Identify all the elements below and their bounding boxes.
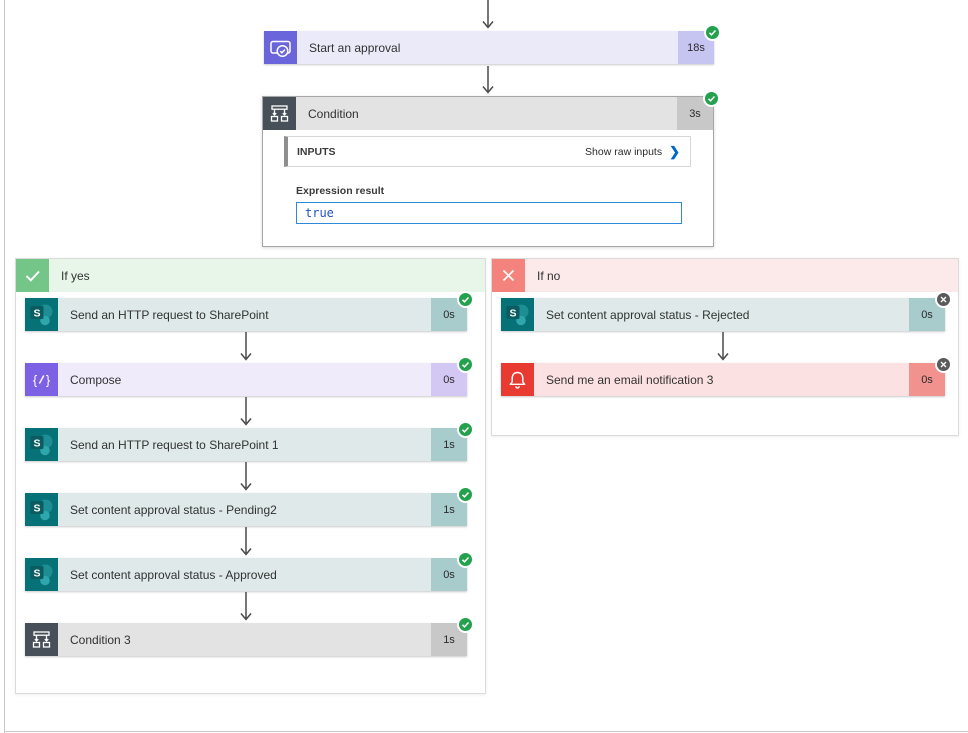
branch-label: If no xyxy=(537,268,561,283)
if-no-branch: If no xyxy=(491,258,959,436)
status-skipped-badge xyxy=(935,356,952,373)
branch-label: If yes xyxy=(61,268,90,283)
sharepoint-icon: S xyxy=(25,428,58,461)
svg-text:{: { xyxy=(33,373,38,388)
status-succeeded-badge xyxy=(457,291,474,308)
action-title: Send an HTTP request to SharePoint 1 xyxy=(70,437,279,452)
status-succeeded-badge xyxy=(457,551,474,568)
connector-arrow xyxy=(481,66,495,99)
bell-icon xyxy=(501,363,534,396)
inputs-section: INPUTS Show raw inputs ❯ xyxy=(284,136,691,167)
status-skipped-badge xyxy=(935,291,952,308)
sharepoint-icon: S xyxy=(25,558,58,591)
svg-text:}: } xyxy=(46,373,51,388)
connector-arrow xyxy=(481,0,495,34)
show-raw-inputs-link[interactable]: Show raw inputs ❯ xyxy=(585,145,680,158)
action-duration: 0s xyxy=(431,558,467,591)
condition-icon xyxy=(25,623,58,656)
panel-edge-line xyxy=(4,0,5,733)
x-icon xyxy=(492,259,525,292)
action-title: Send an HTTP request to SharePoint xyxy=(70,307,269,322)
action-title: Condition xyxy=(308,106,359,121)
status-succeeded-badge xyxy=(457,356,474,373)
action-compose[interactable]: { } Compose 0s xyxy=(25,356,474,396)
action-send-http-request-sharepoint[interactable]: S Send an HTTP request to SharePoint 0s xyxy=(25,291,474,331)
action-title: Start an approval xyxy=(309,40,401,55)
svg-text:S: S xyxy=(33,503,40,515)
approval-icon xyxy=(264,31,297,64)
condition-card: Condition 3s INPUTS Show raw inputs ❯ Ex… xyxy=(262,90,720,247)
svg-text:S: S xyxy=(33,438,40,450)
action-set-content-approval-approved[interactable]: S Set content approval status - Approved… xyxy=(25,551,474,591)
action-condition[interactable]: Condition 3s xyxy=(263,97,713,130)
action-start-an-approval[interactable]: Start an approval 18s xyxy=(264,24,721,64)
action-send-email-notification-3[interactable]: Send me an email notification 3 0s xyxy=(501,356,952,396)
status-succeeded-badge xyxy=(457,616,474,633)
expression-value-text: true xyxy=(305,206,334,220)
action-title: Condition 3 xyxy=(70,632,131,647)
expression-result-label: Expression result xyxy=(296,185,385,197)
svg-text:S: S xyxy=(33,308,40,320)
compose-icon: { } xyxy=(25,363,58,396)
action-title: Set content approval status - Rejected xyxy=(546,307,750,322)
condition-icon xyxy=(263,97,296,130)
check-icon xyxy=(16,259,49,292)
action-set-content-approval-pending2[interactable]: S Set content approval status - Pending2… xyxy=(25,486,474,526)
action-set-content-approval-rejected[interactable]: S Set content approval status - Rejected… xyxy=(501,291,952,331)
action-title: Compose xyxy=(70,372,122,387)
action-title: Send me an email notification 3 xyxy=(546,372,714,387)
svg-text:S: S xyxy=(509,308,516,320)
status-succeeded-badge xyxy=(457,486,474,503)
action-title: Set content approval status - Approved xyxy=(70,567,277,582)
status-succeeded-badge xyxy=(457,421,474,438)
sharepoint-icon: S xyxy=(25,298,58,331)
svg-text:S: S xyxy=(33,568,40,580)
if-yes-header[interactable]: If yes xyxy=(16,259,485,292)
status-succeeded-badge xyxy=(704,24,721,41)
canvas-bottom-line xyxy=(5,731,968,732)
action-send-http-request-sharepoint-1[interactable]: S Send an HTTP request to SharePoint 1 1… xyxy=(25,421,474,461)
show-raw-inputs-label: Show raw inputs xyxy=(585,145,663,158)
if-no-header[interactable]: If no xyxy=(492,259,958,292)
action-condition-3[interactable]: Condition 3 1s xyxy=(25,616,474,656)
expression-result-value[interactable]: true xyxy=(296,202,682,224)
inputs-label: INPUTS xyxy=(297,145,336,158)
action-title: Set content approval status - Pending2 xyxy=(70,502,277,517)
status-succeeded-badge xyxy=(703,90,720,107)
chevron-right-icon: ❯ xyxy=(669,144,680,159)
sharepoint-icon: S xyxy=(501,298,534,331)
action-duration: 18s xyxy=(678,31,714,64)
sharepoint-icon: S xyxy=(25,493,58,526)
